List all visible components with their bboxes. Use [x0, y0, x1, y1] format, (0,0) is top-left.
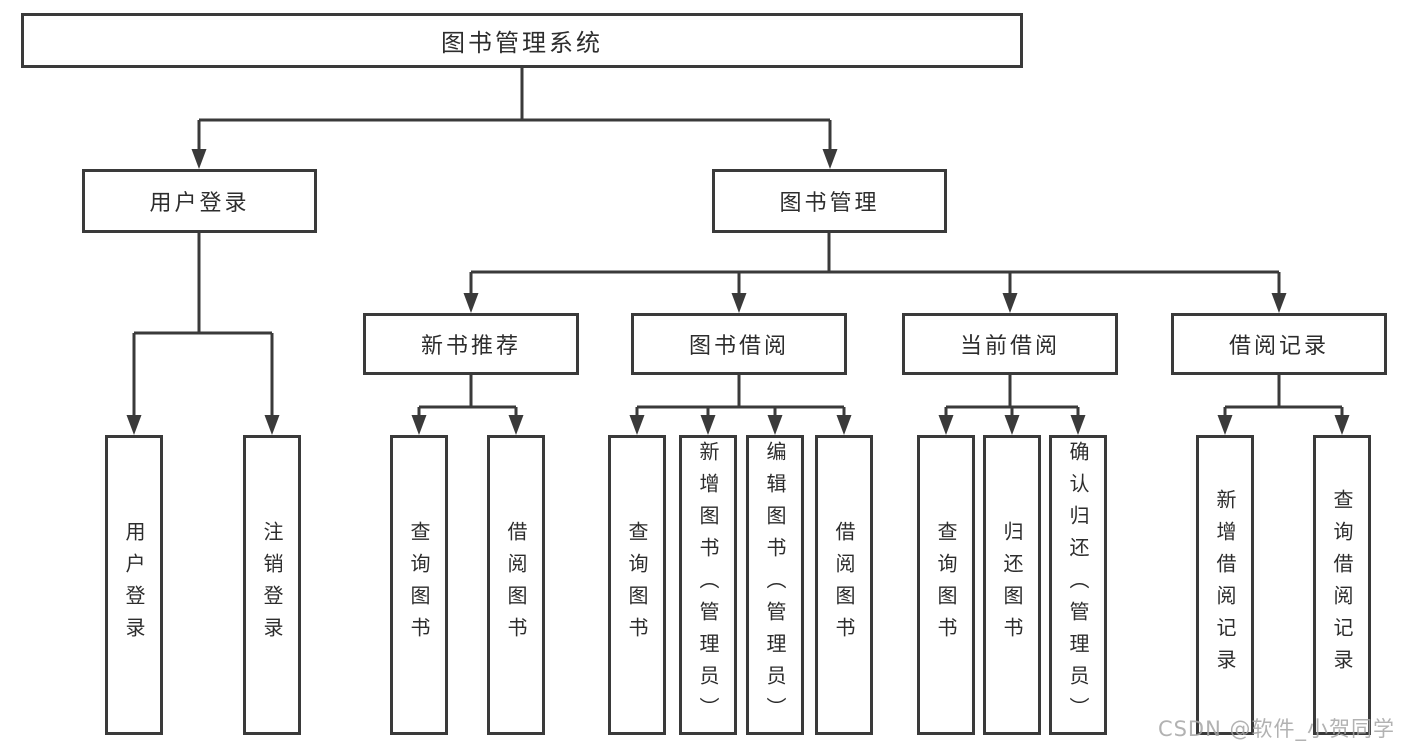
node-label: 查询图书: [407, 521, 431, 649]
node-label: 确认归还（管理员）: [1066, 441, 1090, 729]
node-label: 查询图书: [625, 521, 649, 649]
node-label: 图书管理: [779, 191, 880, 216]
node-user-login-leaf: 用户登录: [105, 435, 163, 735]
node-current-borrowing: 当前借阅: [902, 313, 1118, 375]
node-label: 查询图书: [934, 521, 958, 649]
node-label: 新书推荐: [420, 334, 521, 359]
node-book-management: 图书管理: [712, 169, 947, 233]
node-query-books-borrowing: 查询图书: [608, 435, 666, 735]
node-user-login: 用户登录: [82, 169, 317, 233]
node-library-management-system: 图书管理系统: [21, 13, 1023, 68]
node-new-book-recommendation: 新书推荐: [363, 313, 579, 375]
node-add-borrow-record: 新增借阅记录: [1196, 435, 1254, 735]
node-label: 新增图书（管理员）: [696, 441, 720, 729]
node-confirm-return-admin: 确认归还（管理员）: [1049, 435, 1107, 735]
node-borrow-books-recommend: 借阅图书: [487, 435, 545, 735]
node-label: 注销登录: [260, 521, 284, 649]
node-borrow-books-borrowing: 借阅图书: [815, 435, 873, 735]
node-label: 新增借阅记录: [1213, 489, 1237, 681]
node-label: 借阅记录: [1228, 334, 1329, 359]
node-label: 图书借阅: [688, 334, 789, 359]
node-query-books-recommend: 查询图书: [390, 435, 448, 735]
node-edit-books-admin: 编辑图书（管理员）: [746, 435, 804, 735]
node-label: 当前借阅: [959, 334, 1060, 359]
node-borrowing-records: 借阅记录: [1171, 313, 1387, 375]
node-label: 查询借阅记录: [1330, 489, 1354, 681]
node-label: 用户登录: [122, 521, 146, 649]
node-label: 编辑图书（管理员）: [763, 441, 787, 729]
node-query-borrow-record: 查询借阅记录: [1313, 435, 1371, 735]
node-query-books-current: 查询图书: [917, 435, 975, 735]
node-book-borrowing: 图书借阅: [631, 313, 847, 375]
node-label: 归还图书: [1000, 521, 1024, 649]
node-label: 借阅图书: [832, 521, 856, 649]
watermark: CSDN @软件_小贺同学: [1157, 717, 1395, 741]
node-label: 用户登录: [149, 191, 250, 216]
node-logout: 注销登录: [243, 435, 301, 735]
node-return-books: 归还图书: [983, 435, 1041, 735]
node-label: 图书管理系统: [441, 29, 603, 57]
node-label: 借阅图书: [504, 521, 528, 649]
node-add-books-admin: 新增图书（管理员）: [679, 435, 737, 735]
